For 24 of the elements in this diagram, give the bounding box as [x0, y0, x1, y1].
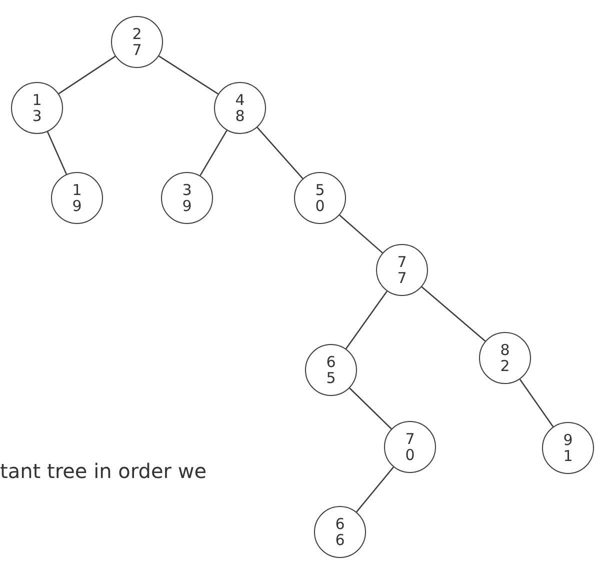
- tree-edge: [346, 290, 388, 350]
- node-value: 48: [235, 92, 245, 124]
- tree-edge: [519, 378, 554, 428]
- node-value: 70: [405, 430, 415, 464]
- tree-edge: [200, 130, 228, 176]
- tree-edge: [58, 56, 116, 94]
- node-value: 19: [72, 182, 82, 214]
- tree-edge: [158, 55, 218, 95]
- node-value: 91: [563, 432, 573, 464]
- tree-edge: [256, 127, 304, 179]
- node-value: 50: [315, 182, 325, 214]
- node-value: 77: [397, 254, 407, 286]
- node-value: 27: [132, 26, 142, 58]
- node-value: 39: [182, 182, 192, 214]
- node-value: 13: [32, 92, 42, 124]
- node-value: 65: [326, 354, 336, 386]
- note-text: tant tree in order we: [0, 458, 207, 485]
- tree-edge: [46, 132, 68, 174]
- tree-edge: [421, 286, 486, 342]
- tree-edge: [349, 388, 392, 430]
- tree-edge: [356, 466, 394, 512]
- tree-edge: [339, 214, 383, 254]
- node-value: 82: [500, 342, 510, 374]
- node-value: 66: [335, 516, 345, 548]
